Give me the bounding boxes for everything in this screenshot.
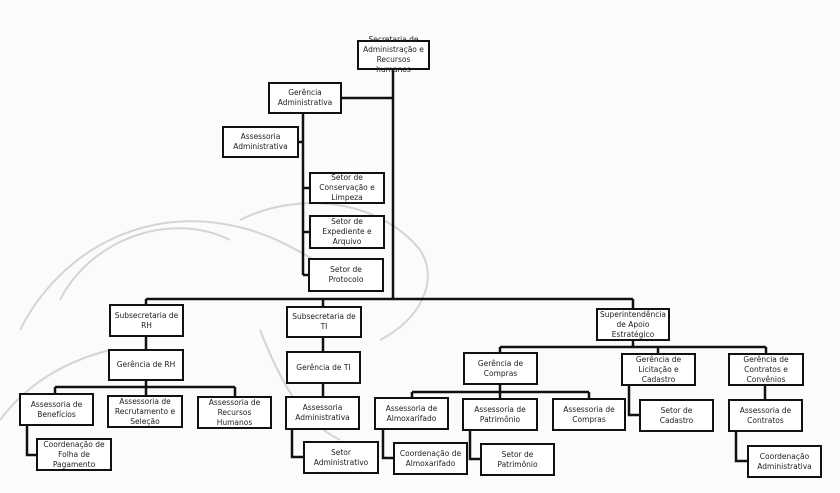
node-assessoria-compras: Assessoria de Compras — [552, 398, 626, 431]
node-assessoria-administrativa-ti: Assessoria Administrativa — [285, 396, 360, 430]
node-coordenacao-almoxarifado: Coordenação de Almoxarifado — [393, 442, 468, 475]
node-assessoria-recrutamento: Assessoria de Recrutamento e Seleção — [107, 395, 183, 428]
node-coordenacao-administrativa: Coordenação Administrativa — [747, 445, 822, 478]
node-gerencia-contratos: Gerência de Contratos e Convênios — [728, 353, 804, 386]
node-assessoria-administrativa: Assessoria Administrativa — [222, 126, 299, 158]
node-setor-patrimonio: Setor de Patrimônio — [480, 443, 555, 476]
node-setor-expediente: Setor de Expediente e Arquivo — [309, 215, 385, 249]
node-setor-conservacao: Setor de Conservação e Limpeza — [309, 172, 385, 204]
node-gerencia-licitacao: Gerência de Licitação e Cadastro — [621, 353, 696, 386]
node-setor-protocolo: Setor de Protocolo — [308, 258, 384, 292]
node-assessoria-patrimonio: Assessoria de Patrimônio — [462, 398, 538, 431]
node-gerencia-compras: Gerência de Compras — [463, 352, 538, 385]
node-setor-cadastro: Setor de Cadastro — [639, 399, 714, 432]
node-assessoria-contratos: Assessoria de Contratos — [728, 399, 803, 432]
node-gerencia-administrativa: Gerência Administrativa — [268, 82, 342, 114]
node-secretaria: Secretaria de Administração e Recursos h… — [357, 35, 430, 74]
node-superintendencia: Superintendência de Apoio Estratégico — [596, 308, 670, 341]
node-gerencia-rh: Gerência de RH — [108, 349, 184, 381]
node-assessoria-recursos-humanos: Assessoria de Recursos Humanos — [197, 396, 272, 429]
node-assessoria-almoxarifado: Assessoria de Almoxarifado — [374, 397, 449, 430]
node-setor-administrativo: Setor Administrativo — [303, 441, 379, 474]
node-gerencia-ti: Gerência de TI — [286, 351, 361, 384]
node-coordenacao-folha: Coordenação de Folha de Pagamento — [36, 438, 112, 471]
node-assessoria-beneficios: Assessoria de Benefícios — [19, 393, 94, 426]
node-subsecretaria-ti: Subsecretaria de TI — [286, 306, 362, 338]
node-subsecretaria-rh: Subsecretaria de RH — [109, 304, 184, 337]
